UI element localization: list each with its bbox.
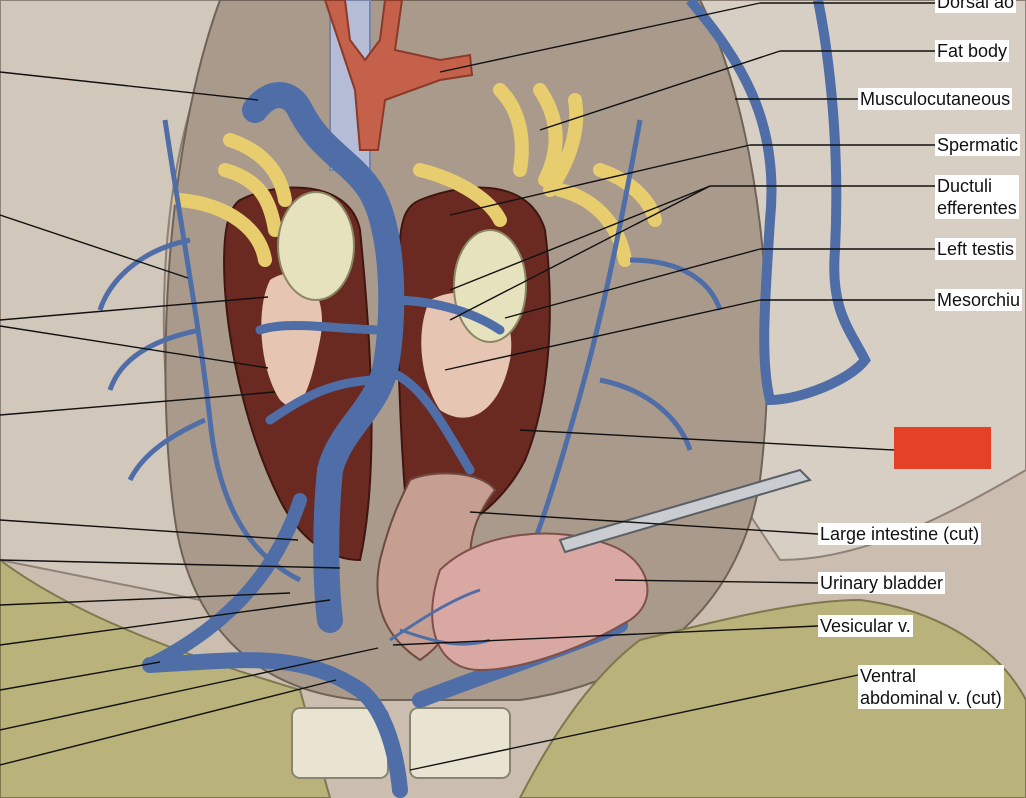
testis-right-organ (277, 191, 355, 301)
label-mesorchium: Mesorchiu (935, 289, 1023, 311)
label-urinary-bladder: Urinary bladder (818, 572, 946, 594)
leader-left-8 (0, 592, 291, 606)
dorsal-aorta (323, 0, 474, 151)
leader-left-10 (0, 661, 161, 691)
pelvic-muscle-right (409, 707, 511, 779)
leader-fat-body-2 (539, 50, 781, 131)
skin-lower-right (518, 598, 1026, 798)
label-spermatic: Spermatic (935, 134, 1021, 156)
label-musculocutaneous: Musculocutaneous (858, 88, 1013, 110)
leader-left-2 (0, 214, 189, 279)
leader-left-6 (0, 519, 299, 541)
body-wall-veins-left (97, 119, 302, 583)
femoral-vein-left (143, 493, 307, 672)
leader-left-3 (0, 296, 269, 321)
leader-left-7 (0, 559, 341, 569)
posterior-vena-cava (242, 82, 405, 633)
label-vesicular-v: Vesicular v. (818, 615, 913, 637)
renal-veins (255, 295, 505, 475)
leader-ductuli-2 (449, 185, 711, 291)
fat-body-left (173, 133, 292, 267)
leader-spermatic-2 (449, 144, 751, 216)
label-left-testis: Left testis (935, 238, 1017, 260)
leader-left-9 (0, 599, 331, 646)
leader-mesorchium-2 (444, 299, 761, 371)
label-ductuli-efferentes: Ductuli efferentes (935, 175, 1019, 219)
leader-left-1 (0, 71, 259, 101)
forceps (558, 468, 812, 554)
leader-ductuli-3 (449, 185, 711, 321)
leader-left-12 (0, 679, 337, 766)
leader-left-11 (0, 647, 379, 731)
label-large-intestine: Large intestine (cut) (818, 523, 982, 545)
leader-ventral-abdominal (409, 674, 859, 771)
skin-lower-left (0, 558, 332, 798)
leader-large-intestine (469, 511, 819, 535)
leader-dorsal-aorta-2 (439, 2, 761, 73)
musculocutaneous-vein (686, 0, 871, 406)
mesorchium-tissue (261, 273, 322, 407)
label-fat-body: Fat body (935, 40, 1010, 62)
leader-left-testis-2 (504, 248, 761, 319)
label-dorsal-aorta: Dorsal ao (935, 0, 1017, 13)
leader-marker (519, 429, 895, 451)
hidden-label-marker (894, 427, 991, 469)
leader-left-4 (0, 325, 269, 369)
leader-vesicular (392, 625, 819, 646)
leader-left-5 (0, 391, 276, 416)
leader-lines (0, 2, 935, 771)
label-ventral-abdominal-v: Ventral abdominal v. (cut) (858, 665, 1004, 709)
leader-urinary-bladder (614, 579, 819, 584)
fat-body-right (413, 83, 662, 267)
